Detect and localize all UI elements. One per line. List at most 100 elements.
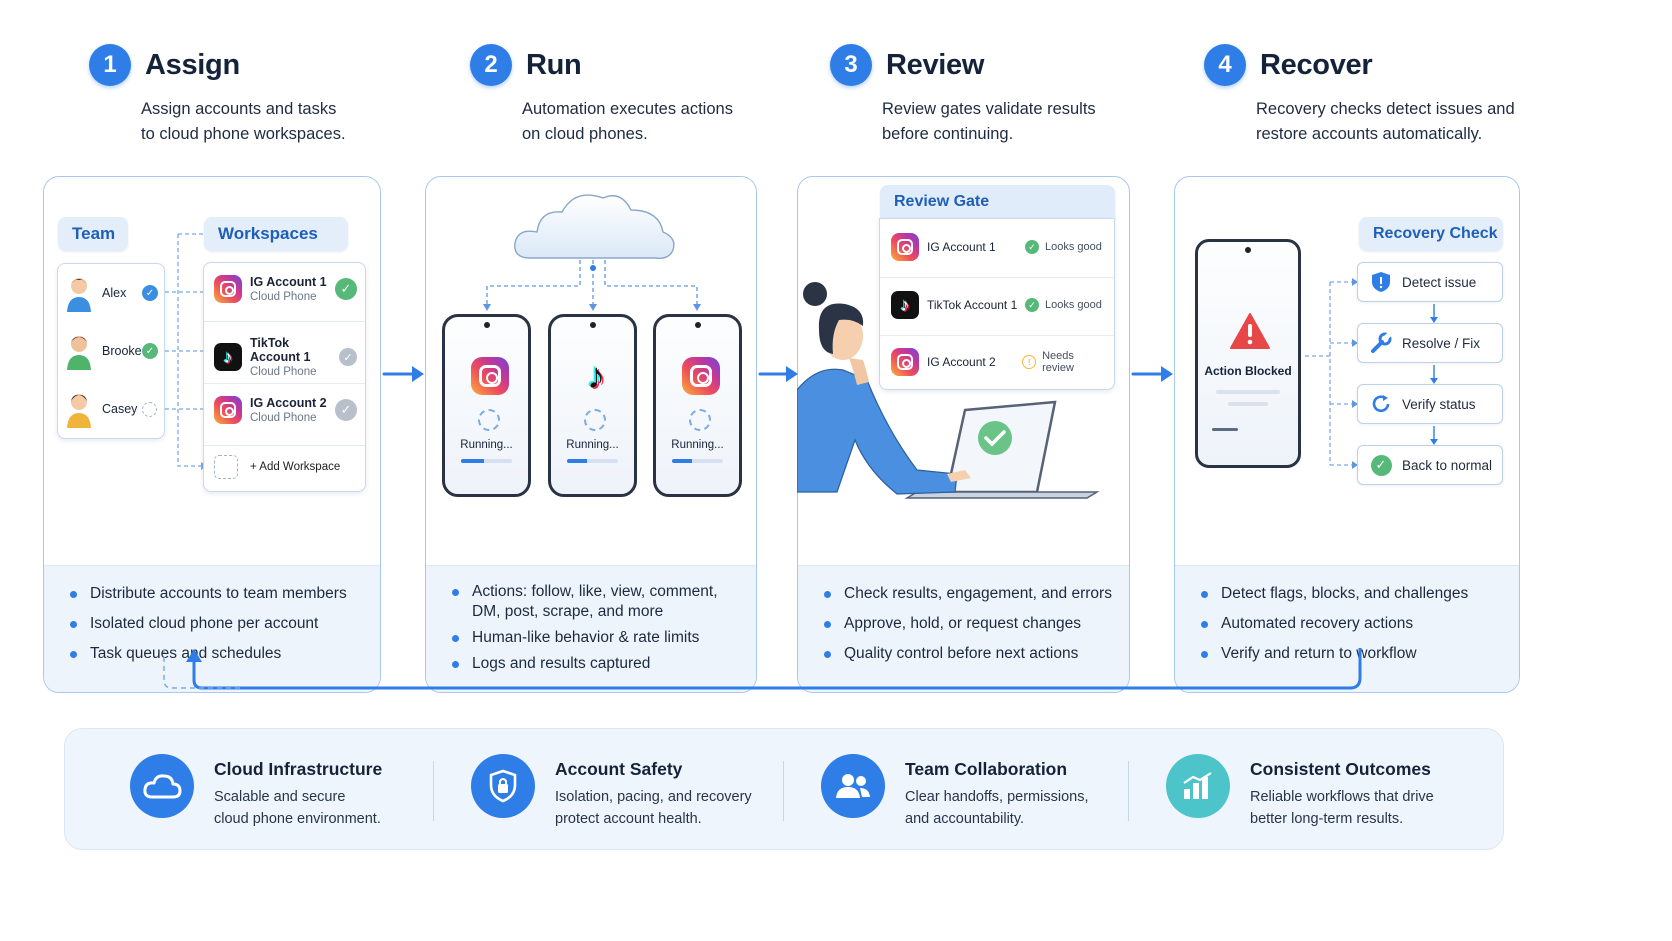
team-member[interactable]: Casey: [64, 390, 160, 428]
step-title: Assign: [145, 48, 240, 81]
tiktok-icon: ♪: [891, 291, 919, 319]
feature-desc: Scalable and secure: [214, 789, 346, 805]
loading-spinner-icon: [584, 409, 606, 431]
bullet: Quality control before next actions: [824, 644, 1112, 664]
feature-desc: protect account health.: [555, 811, 702, 827]
team-member[interactable]: Brooke ✓: [64, 332, 160, 370]
shield-icon: [1370, 271, 1392, 293]
team-label: Team: [58, 217, 128, 251]
feature-cloud: Cloud Infrastructure Scalable and secure…: [130, 754, 382, 830]
desc-line: Recovery checks detect issues and: [1256, 100, 1515, 118]
loading-spinner-icon: [478, 409, 500, 431]
step-header-run: 2 Run: [470, 44, 582, 86]
workspace-name: IG Account 1: [250, 275, 327, 289]
workspaces-list: IG Account 1 Cloud Phone ✓ ♪ TikTok Accou…: [203, 262, 366, 492]
features-bar: Cloud Infrastructure Scalable and secure…: [64, 728, 1504, 850]
add-workspace-button[interactable]: + Add Workspace: [214, 455, 357, 479]
step-header-assign: 1 Assign: [89, 44, 240, 86]
review-status: Looks good: [1045, 299, 1102, 311]
member-name: Casey: [102, 402, 138, 416]
workspaces-label: Workspaces: [204, 217, 348, 251]
team-icon: [821, 754, 885, 818]
workspace-name: IG Account 2: [250, 396, 327, 410]
review-row[interactable]: IG Account 1 ✓ Looks good: [891, 233, 1107, 261]
recovery-check-label: Recovery Check: [1359, 217, 1503, 251]
workspace-name: TikTok Account 1: [250, 336, 311, 364]
avatar-icon: [67, 278, 91, 312]
bullet: Approve, hold, or request changes: [824, 614, 1112, 634]
recovery-step-detect[interactable]: Detect issue: [1357, 262, 1503, 302]
desc-line: Automation executes actions: [522, 100, 733, 118]
feature-safety: Account Safety Isolation, pacing, and re…: [471, 754, 752, 830]
desc-line: Review gates validate results: [882, 100, 1096, 118]
review-card-footer: Check results, engagement, and errors Ap…: [798, 565, 1129, 692]
feature-desc: Clear handoffs, permissions,: [905, 789, 1089, 805]
tiktok-icon: ♪: [214, 343, 242, 371]
progress-bar: [461, 459, 512, 463]
cloud-phone[interactable]: .phone .ig{width:38px;height:38px;border…: [442, 314, 531, 497]
recovery-step-arrows: [1430, 304, 1438, 445]
member-name: Alex: [102, 286, 127, 300]
account-name: IG Account 2: [927, 355, 996, 369]
instagram-icon: [214, 396, 242, 424]
member-name: Brooke: [102, 344, 142, 358]
check-icon: ✓: [142, 343, 158, 359]
phone-status: Running...: [671, 439, 724, 451]
check-circle-icon: ✓: [1370, 454, 1392, 476]
bullet: Detect flags, blocks, and challenges: [1201, 584, 1468, 604]
avatar-icon: [67, 336, 91, 370]
chart-icon: [1166, 754, 1230, 818]
step-number: 3: [830, 44, 872, 86]
step-description-review: Review gates validate results before con…: [882, 97, 1096, 147]
step-header-recover: 4 Recover: [1204, 44, 1373, 86]
bullet: Logs and results captured: [452, 654, 718, 674]
progress-bar: [567, 459, 618, 463]
review-row[interactable]: IG Account 2 ! Needs review: [891, 348, 1107, 376]
bullet: Task queues and schedules: [70, 644, 347, 664]
team-member[interactable]: Alex ✓: [64, 274, 160, 312]
refresh-icon: [1370, 393, 1392, 415]
workspace-sub: Cloud Phone: [250, 291, 317, 303]
instagram-icon: [682, 357, 720, 395]
instagram-icon: [214, 275, 242, 303]
cloud-icon: [130, 754, 194, 818]
recovery-step-normal[interactable]: ✓ Back to normal: [1357, 445, 1503, 485]
check-icon: ✓: [335, 399, 357, 421]
team-list: Alex ✓ Brooke ✓ Casey: [57, 263, 165, 439]
step-description-recover: Recovery checks detect issues and restor…: [1256, 97, 1515, 147]
recovery-step-label: Detect issue: [1402, 274, 1477, 290]
feature-team: Team Collaboration Clear handoffs, permi…: [821, 754, 1089, 830]
check-icon: ✓: [142, 285, 158, 301]
step-title: Run: [526, 48, 582, 81]
feature-desc: cloud phone environment.: [214, 811, 381, 827]
assign-card-footer: Distribute accounts to team members Isol…: [44, 565, 380, 692]
instagram-icon: [471, 357, 509, 395]
feature-desc: better long-term results.: [1250, 811, 1404, 827]
bullet-continuation: DM, post, scrape, and more: [472, 603, 664, 620]
cloud-phone[interactable]: Running...: [653, 314, 742, 497]
bullet: Verify and return to workflow: [1201, 644, 1468, 664]
blocked-phone[interactable]: Action Blocked: [1195, 239, 1301, 468]
recovery-step-label: Verify status: [1402, 396, 1476, 412]
step-description-run: Automation executes actions on cloud pho…: [522, 97, 733, 147]
wrench-icon: [1370, 332, 1392, 354]
bullet: Distribute accounts to team members: [70, 584, 347, 604]
progress-fill: [461, 459, 484, 463]
desc-line: to cloud phone workspaces.: [141, 125, 346, 143]
step-number: 1: [89, 44, 131, 86]
warning-icon: [1230, 313, 1270, 349]
recovery-connector-lines: [1305, 278, 1358, 469]
cloud-phone[interactable]: ♪ Running...: [548, 314, 637, 497]
account-name: IG Account 1: [927, 240, 996, 254]
review-row[interactable]: ♪ TikTok Account 1 ✓ Looks good: [891, 291, 1107, 319]
warning-clock-icon: !: [1022, 355, 1037, 369]
recovery-step-verify[interactable]: Verify status: [1357, 384, 1503, 424]
progress-fill: [672, 459, 693, 463]
recovery-step-resolve[interactable]: Resolve / Fix: [1357, 323, 1503, 363]
phone-blocked-text: Action Blocked: [1204, 364, 1292, 378]
bullet: Isolated cloud phone per account: [70, 614, 347, 634]
cloud-diagram: [483, 194, 701, 311]
